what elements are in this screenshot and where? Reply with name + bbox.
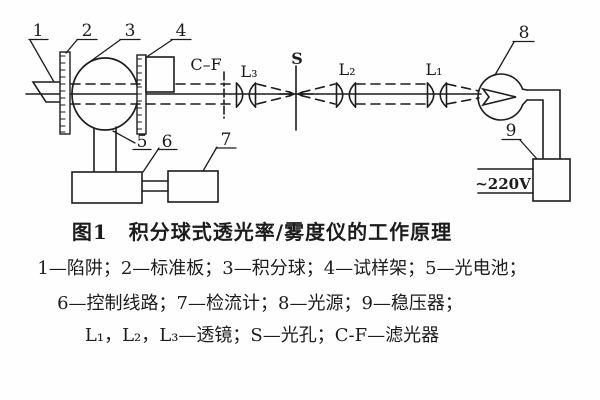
mains-wires — [477, 168, 534, 194]
light-bulb — [477, 73, 561, 160]
label-integrating-sphere: 3 — [125, 21, 136, 41]
figure-legend-line-3: L₁，L₂，L₃—透镜；S—光孔；C-F—滤光器 — [84, 325, 440, 346]
lens-2-symbol — [335, 82, 357, 108]
label-filter: C–F — [190, 55, 221, 74]
label-leader-lines — [28, 38, 538, 173]
figure-legend-line-2: 6—控制线路；7—检流计；8—光源；9—稳压器； — [57, 293, 463, 314]
label-lens-1: L₁ — [425, 60, 442, 79]
figure-legend-line-1: 1—陷阱；2—标准板；3—积分球；4—试样架；5—光电池； — [37, 258, 527, 279]
voltage-stabilizer-box — [532, 158, 571, 202]
lens-1-symbol — [426, 82, 448, 108]
label-sample-rack: 4 — [176, 21, 187, 41]
lens-3-symbol — [235, 82, 257, 108]
bulb-wire-outer — [526, 89, 561, 160]
standard-plate — [59, 51, 71, 135]
label-standard-plate: 2 — [82, 21, 93, 41]
box-connector-wires — [141, 180, 169, 192]
figure-title: 图1 积分球式透光率/雾度仪的工作原理 — [71, 220, 453, 244]
aperture-mark — [278, 65, 314, 131]
bulb-filament — [481, 87, 517, 107]
bulb-wire-inner — [526, 99, 544, 160]
label-control-circuit: 6 — [162, 132, 173, 152]
label-lens-2: L₂ — [338, 60, 355, 79]
label-mains-voltage: ~220V — [475, 175, 531, 193]
sample-holder-square — [145, 56, 175, 93]
galvanometer-box — [167, 170, 219, 203]
label-galvanometer: 7 — [221, 130, 232, 150]
schematic-diagram: 1 2 3 4 5 6 7 8 9 C–F L₃ S L₂ L₁ ~220V — [25, 21, 571, 204]
control-circuit-box — [71, 171, 143, 204]
label-aperture: S — [291, 49, 303, 68]
sample-rack — [136, 54, 147, 135]
label-trap: 1 — [33, 21, 44, 41]
photocell-stem — [93, 126, 117, 173]
label-photocell: 5 — [137, 132, 148, 152]
label-lens-3: L₃ — [240, 62, 257, 81]
light-trap-shape — [31, 81, 60, 103]
label-light-source: 8 — [519, 23, 530, 43]
label-voltage-stabilizer: 9 — [506, 121, 517, 141]
